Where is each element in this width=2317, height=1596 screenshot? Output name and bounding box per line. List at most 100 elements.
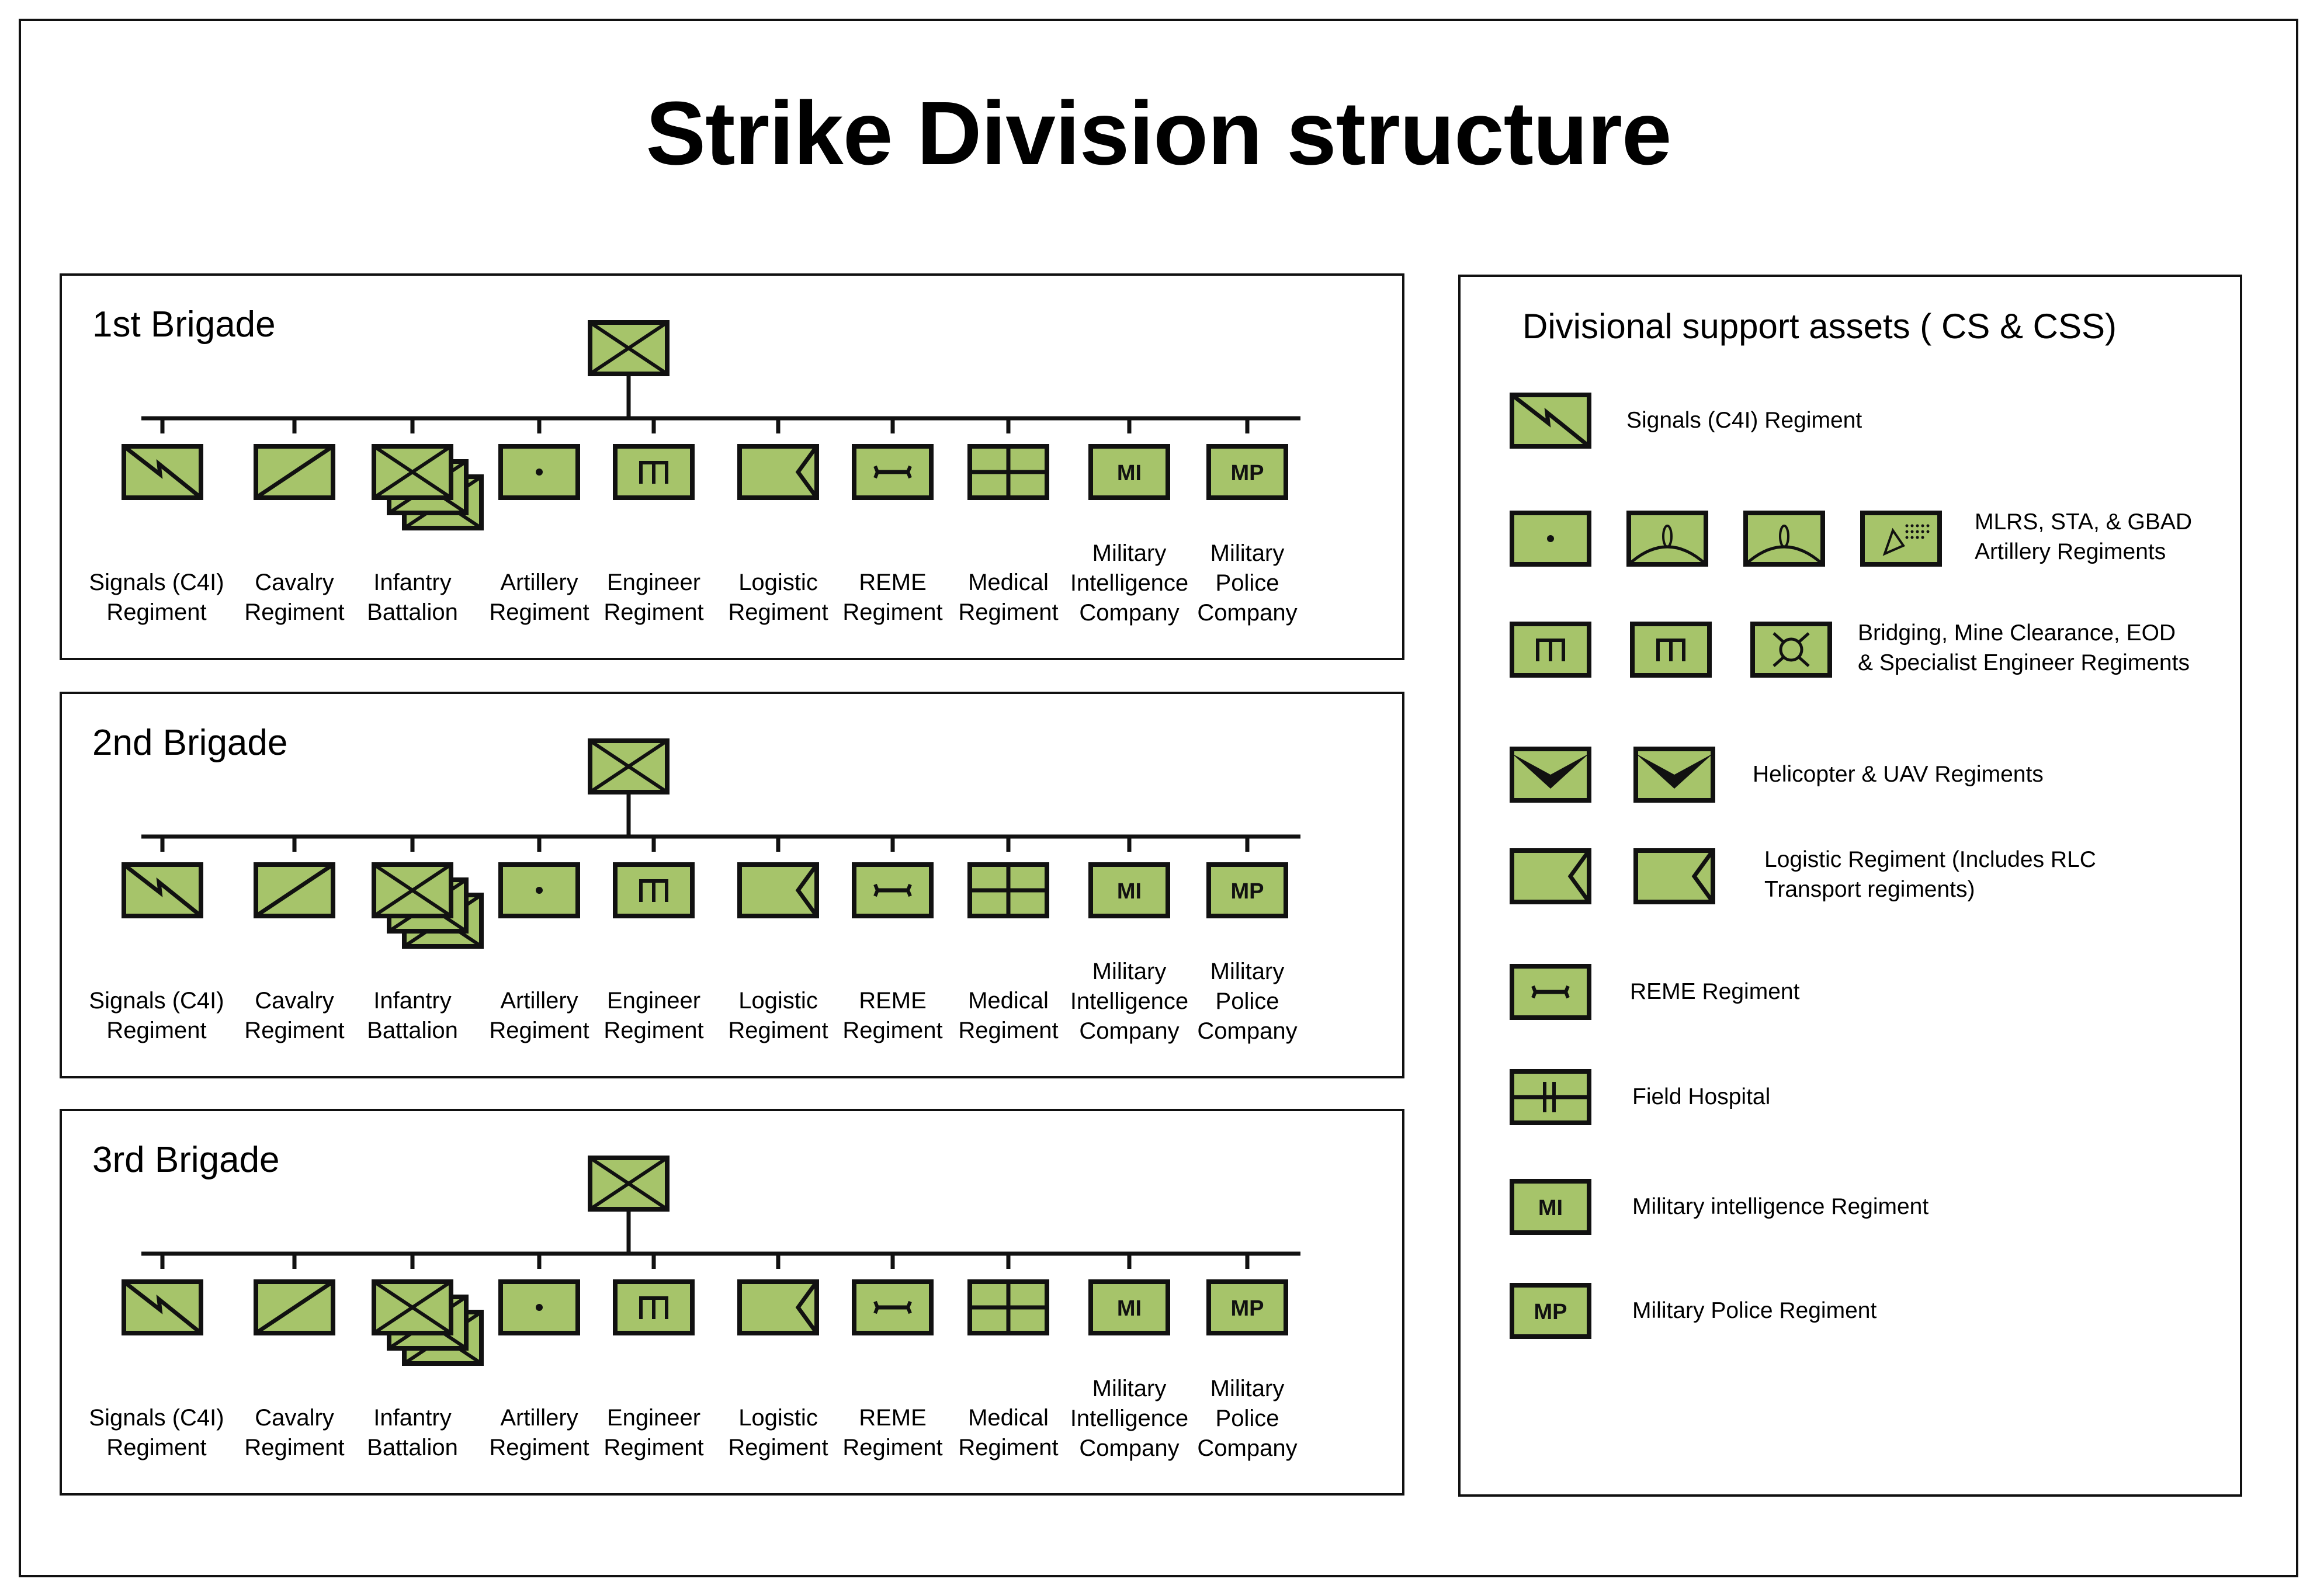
mi-symbol: MI — [1088, 444, 1170, 503]
logistic-symbol — [737, 444, 819, 503]
unit-label: Signals (C4I)Regiment — [86, 568, 227, 627]
legend-text-line: Field Hospital — [1632, 1084, 1771, 1109]
brigade-hq-symbol — [588, 1156, 670, 1215]
legend-text-line: & Specialist Engineer Regiments — [1858, 650, 2190, 675]
reme-symbol — [1510, 964, 1591, 1023]
unit-label-line: Infantry — [373, 570, 452, 595]
signals-symbol — [122, 1279, 203, 1338]
unit-label-line: Regiment — [842, 1018, 943, 1043]
legend-text: Helicopter & UAV Regiments — [1753, 759, 2044, 789]
logistic-symbol — [1510, 848, 1591, 907]
unit-label-line: Intelligence — [1070, 570, 1189, 596]
svg-text:MI: MI — [1117, 461, 1142, 485]
unit-label: Signals (C4I)Regiment — [86, 1403, 227, 1463]
unit-label-line: Company — [1079, 600, 1180, 626]
brigade-tree-lines — [141, 1210, 1300, 1269]
legend-text-line: REME Regiment — [1630, 979, 1800, 1004]
unit-label-line: Logistic — [738, 988, 818, 1014]
svg-text:MI: MI — [1117, 879, 1142, 904]
support-assets-panel: Divisional support assets ( CS & CSS) Si… — [1458, 275, 2242, 1497]
legend-text: Military intelligence Regiment — [1632, 1192, 1928, 1222]
legend-text-line: Logistic Regiment (Includes RLC — [1764, 847, 2096, 872]
infantry-stack-symbol — [372, 862, 488, 959]
unit-label-line: Company — [1197, 600, 1298, 626]
artillery-symbol — [498, 862, 580, 921]
unit-label-line: Company — [1079, 1435, 1180, 1461]
mp-symbol: MP — [1206, 862, 1288, 921]
unit-label-line: Regiment — [244, 1435, 345, 1460]
unit-label-line: Company — [1197, 1435, 1298, 1461]
unit-label-line: Signals (C4I) — [89, 1405, 224, 1431]
infantry-stack-symbol — [372, 444, 488, 540]
unit-label-line: Cavalry — [255, 988, 334, 1014]
svg-text:MP: MP — [1231, 1296, 1264, 1321]
unit-label-line: Regiment — [958, 599, 1059, 625]
gbad-symbol — [1860, 511, 1942, 570]
unit-label-line: Regiment — [489, 1435, 589, 1460]
unit-label-line: Infantry — [373, 1405, 452, 1431]
legend-text-line: Transport regiments) — [1764, 877, 1975, 902]
aviation-symbol — [1633, 747, 1715, 806]
unit-label-line: Regiment — [728, 1435, 828, 1460]
unit-label-line: REME — [859, 570, 927, 595]
logistic-symbol — [737, 1279, 819, 1338]
unit-label-line: Engineer — [606, 988, 701, 1014]
unit-label-line: Cavalry — [255, 1405, 334, 1431]
unit-label-line: Signals (C4I) — [89, 570, 224, 595]
unit-label-line: REME — [859, 1405, 927, 1431]
unit-label-line: Military — [1210, 1376, 1285, 1401]
field-hospital-symbol — [1510, 1069, 1591, 1128]
cavalry-symbol — [254, 444, 335, 503]
engineer-symbol — [1510, 622, 1591, 681]
reme-symbol — [852, 1279, 934, 1338]
legend-text: Bridging, Mine Clearance, EOD& Specialis… — [1858, 618, 2190, 678]
engineer-symbol — [613, 444, 695, 503]
logistic-symbol — [737, 862, 819, 921]
unit-label-line: Engineer — [606, 570, 701, 595]
unit-label-line: Regiment — [603, 1018, 704, 1043]
legend-text: Field Hospital — [1632, 1082, 1770, 1112]
unit-label-line: Military — [1092, 1376, 1167, 1401]
cavalry-symbol — [254, 862, 335, 921]
artillery-symbol — [1510, 511, 1591, 570]
mp-symbol: MP — [1510, 1283, 1591, 1342]
eod-symbol — [1750, 622, 1832, 681]
legend-text: REME Regiment — [1630, 977, 1799, 1007]
svg-text:MP: MP — [1231, 461, 1264, 485]
medical-symbol — [967, 862, 1049, 921]
legend-text: Military Police Regiment — [1632, 1296, 1877, 1326]
unit-label-line: Logistic — [738, 1405, 818, 1431]
legend-text: Signals (C4I) Regiment — [1626, 405, 1862, 435]
unit-label-line: Signals (C4I) — [89, 988, 224, 1014]
artillery-symbol — [498, 444, 580, 503]
signals-symbol — [122, 862, 203, 921]
unit-label-line: Police — [1215, 988, 1279, 1014]
brigade-hq-symbol — [588, 738, 670, 797]
unit-label-line: Regiment — [842, 599, 943, 625]
unit-label-line: Regiment — [728, 1018, 828, 1043]
unit-label-line: Battalion — [367, 599, 458, 625]
unit-label-line: Military — [1210, 540, 1285, 566]
unit-label-line: REME — [859, 988, 927, 1014]
aviation-symbol — [1510, 747, 1591, 806]
unit-label-line: Cavalry — [255, 570, 334, 595]
